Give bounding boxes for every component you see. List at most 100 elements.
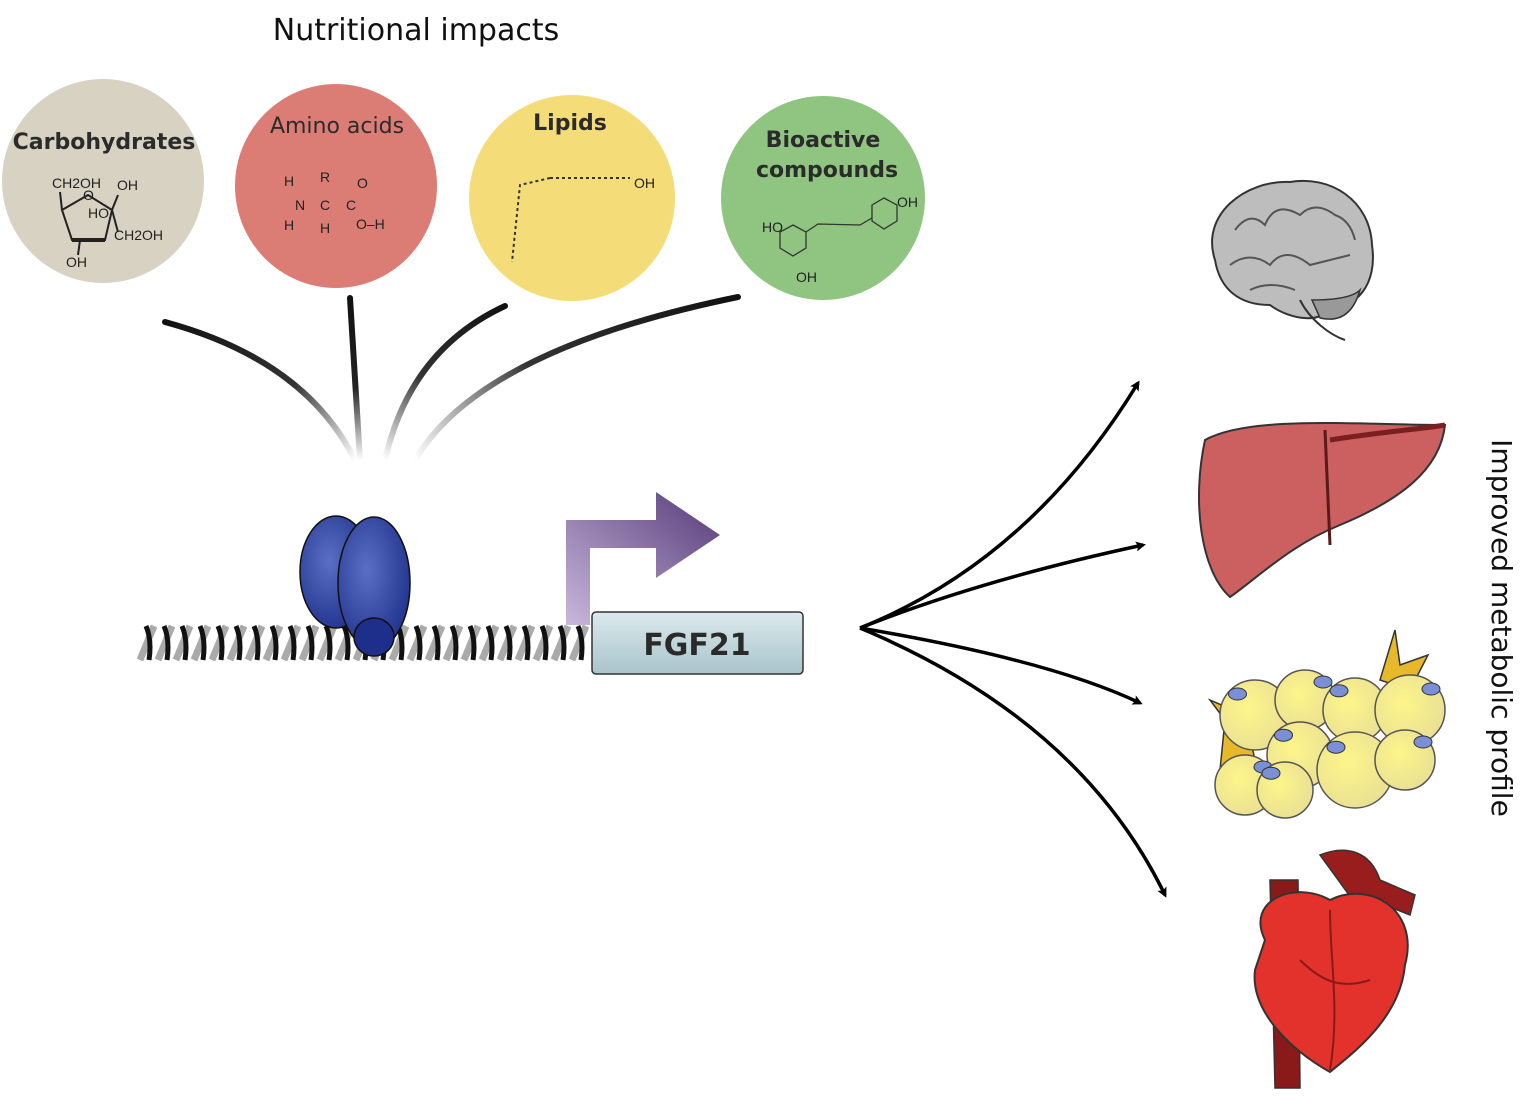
dna-backbone-segment [449,625,459,661]
resveratrol-structure-icon [779,197,898,257]
brain-icon [1211,179,1374,341]
dna-backbone-segment [424,624,446,662]
arrow-to-adipose [859,626,1143,705]
dna-backbone-segment [305,625,315,661]
amino-acids-label: Amino acids [270,114,404,139]
nutrient-amino-acids: Amino acids H R O N C C H H O–H [235,84,437,288]
nutrient-lipids: Lipids OH [469,95,675,301]
fat-cell-nucleus [1228,687,1247,701]
bioactive-label-line1: Bioactive [766,128,881,153]
dna-backbone-segment [431,625,441,661]
dna-backbone-segment [550,624,572,662]
dna-backbone-segment [514,624,536,662]
dna-backbone-segment [532,624,554,662]
nutrient-carbohydrates: Carbohydrates CH2OH OH HO CH2OH OH O [2,79,204,283]
heart-icon [1253,849,1416,1089]
dna-backbone-segment [478,624,500,662]
title: Nutritional impacts [273,13,559,48]
sugar-structure-icon [59,191,119,256]
fat-cell-nucleus [1421,682,1441,696]
dna-backbone-segment [226,624,248,662]
dna-backbone-segment [568,624,590,662]
dna-backbone-segment [539,625,549,661]
dna-backbone-segment [179,625,189,661]
liver-icon [1198,422,1447,599]
transcription-factor [299,515,411,657]
formula-label: CH2OH [52,175,101,191]
dna-backbone-segment [190,624,212,662]
dna-backbone-segment [460,624,482,662]
formula-label: OH [897,194,918,210]
fat-cell-nucleus [1329,684,1349,698]
formula-label: OH [796,269,817,285]
dna-backbone-segment [136,624,158,662]
dna-backbone-segment [467,625,477,661]
dna-backbone-segment [143,625,153,661]
signal-line [412,294,741,463]
fat-cell-nucleus [1313,675,1333,689]
dna-backbone-segment [251,625,261,661]
outcome-label: Improved metabolic profile [1485,439,1518,817]
formula-label: C [346,197,356,213]
arrow-to-liver [859,541,1146,630]
carbohydrates-circle [2,79,204,283]
lipids-label: Lipids [533,111,607,136]
adipose-tissue-icon [1207,629,1446,819]
formula-label: O–H [356,216,385,232]
bioactive-label-line2: compounds [756,158,898,183]
dna-backbone-segment [215,625,225,661]
formula-label: H [284,173,294,189]
formula-label: R [320,169,330,185]
dna-backbone-segment [496,624,518,662]
dna-backbone-segment [154,624,176,662]
formula-label: C [320,197,330,213]
fat-cell-nucleus [1261,766,1281,780]
arrow-to-heart [859,626,1167,898]
signal-line [347,295,363,463]
formula-label: N [295,197,305,213]
signal-line [382,303,508,463]
dna-backbone-segment [244,624,266,662]
fat-cell-nucleus [1326,740,1346,754]
formula-label: OH [117,177,138,193]
dna-backbone-segment [280,624,302,662]
effect-arrows [859,380,1167,898]
dna-backbone-segment [298,624,320,662]
dna-backbone-segment [485,625,495,661]
dna-backbone-segment [503,625,513,661]
dna-backbone-segment [388,624,410,662]
nutrient-signal-lines [162,294,741,463]
formula-label: H [284,217,294,233]
dna-backbone-segment [161,625,171,661]
transcription-start-arrow [566,492,720,625]
formula-label: CH2OH [114,227,163,243]
dna-backbone-segment [406,624,428,662]
dna-backbone-segment [287,625,297,661]
formula-label: H [320,220,330,236]
fat-cell-nucleus [1413,735,1433,749]
formula-label: HO [762,219,783,235]
amino-acids-circle [235,84,437,288]
dna-backbone-segment [269,625,279,661]
nutrient-bioactive-compounds: Bioactive compounds OH HO OH [721,96,925,300]
formula-label: HO [88,205,109,221]
dna-backbone-segment [262,624,284,662]
dna-backbone-segment [208,624,230,662]
fat-cell-nucleus [1274,728,1293,742]
dna-backbone-segment [172,624,194,662]
formula-label: OH [66,254,87,270]
formula-label: OH [634,175,655,191]
dna-backbone-segment [316,624,338,662]
dna-backbone-segment [575,625,585,661]
dna-backbone-segment [442,624,464,662]
formula-label: O [357,175,368,191]
gene-box [591,611,804,675]
dna-backbone-segment [323,625,333,661]
carbohydrates-label: Carbohydrates [13,130,196,155]
lipids-circle [469,95,675,301]
dna-backbone-segment [197,625,207,661]
fatty-acid-chain-icon [511,177,630,263]
signal-line [162,319,358,463]
